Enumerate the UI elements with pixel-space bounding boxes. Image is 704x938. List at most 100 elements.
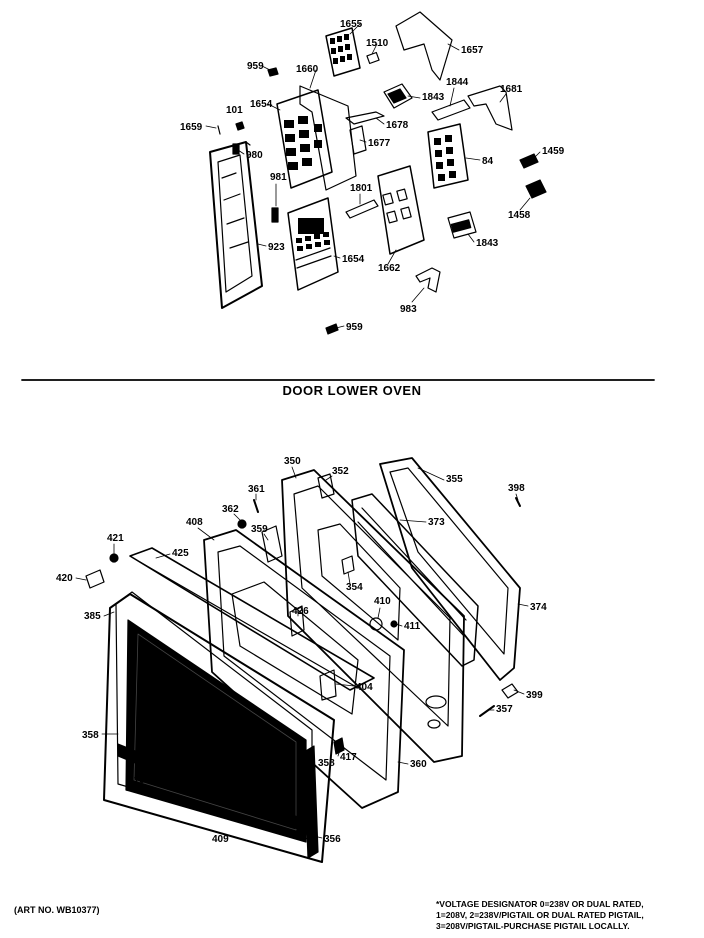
part-417: [333, 737, 345, 755]
part-screw-959-bottom: [325, 323, 339, 335]
callout-373: 373: [428, 517, 445, 528]
callout-1659: 1659: [180, 122, 203, 133]
callout-358b: 358: [318, 758, 335, 769]
callout-84: 84: [482, 156, 494, 167]
callout-399: 399: [526, 690, 543, 701]
callout-1458: 1458: [508, 210, 531, 221]
part-pin-398: [515, 497, 521, 507]
part-bracket-1681: [467, 85, 513, 131]
callout-1660: 1660: [296, 64, 319, 75]
part-1677: [349, 125, 367, 155]
part-roller-410: [369, 617, 383, 631]
part-screw-361: [253, 499, 259, 513]
part-hinge-352: [317, 473, 335, 499]
section-title: DOOR LOWER OVEN: [282, 383, 422, 398]
note-line: *VOLTAGE DESIGNATOR 0=238V OR DUAL RATED…: [436, 899, 644, 909]
callout-labels-upper: 1655 1510 1657 959 1660 1844 1681 1843 1…: [180, 19, 565, 333]
part-washer-421: [109, 553, 119, 563]
part-door-inner-350: [281, 469, 465, 763]
part-409: [252, 750, 272, 770]
callout-923: 923: [268, 242, 285, 253]
part-1510: [366, 51, 380, 65]
callout-358: 358: [82, 730, 99, 741]
callout-404: 404: [356, 682, 373, 693]
callout-361: 361: [248, 484, 265, 495]
callout-980: 980: [246, 150, 263, 161]
callout-374: 374: [530, 602, 547, 613]
callout-1657: 1657: [461, 45, 484, 56]
part-circuit-board-84: [427, 123, 469, 189]
callout-101: 101: [226, 105, 243, 116]
callout-362: 362: [222, 504, 239, 515]
part-1843-upper: [383, 83, 413, 109]
leader-lines-lower: [75, 466, 529, 839]
callout-1801: 1801: [350, 183, 373, 194]
part-connector-1655: [325, 27, 361, 77]
part-981: [271, 207, 279, 223]
callout-357: 357: [496, 704, 513, 715]
art-number: (ART NO. WB10377): [14, 905, 100, 915]
callout-1459: 1459: [542, 146, 565, 157]
part-handle-end-420: [85, 569, 105, 589]
callout-355: 355: [446, 474, 463, 485]
callout-1654b: 1654: [342, 254, 365, 265]
callout-983: 983: [400, 304, 417, 315]
callout-1662: 1662: [378, 263, 401, 274]
callout-417: 417: [340, 752, 357, 763]
callout-1654: 1654: [250, 99, 273, 110]
callout-421: 421: [107, 533, 124, 544]
part-screw-101: [235, 121, 245, 131]
callout-1843b: 1843: [476, 238, 499, 249]
callout-356: 356: [324, 834, 341, 845]
part-plug-1458: [525, 179, 547, 199]
callout-1681: 1681: [500, 84, 523, 95]
callout-352: 352: [332, 466, 349, 477]
door-assembly: [85, 457, 521, 863]
part-strip-1844: [431, 99, 471, 121]
upper-assembly: [209, 11, 547, 335]
part-control-board: [276, 89, 333, 189]
callout-1678: 1678: [386, 120, 409, 131]
callout-360: 360: [410, 759, 427, 770]
part-hinge-359: [261, 525, 283, 563]
part-screw-959-top: [267, 67, 279, 77]
part-window-border: [133, 633, 297, 831]
callout-420: 420: [56, 573, 73, 584]
callout-354: 354: [346, 582, 363, 593]
part-bracket-1660: [299, 85, 357, 191]
note-line: 1=208V, 2=238V/PIGTAIL OR DUAL RATED PIG…: [436, 910, 644, 920]
callout-409b: 409: [212, 834, 229, 845]
part-handle-425: [129, 547, 375, 691]
callout-416: 416: [128, 775, 145, 786]
callout-labels-lower: 350 352 355 361 398 362 373 408 359 421 …: [56, 456, 547, 845]
callout-981: 981: [270, 172, 287, 183]
callout-1844: 1844: [446, 77, 469, 88]
note-line: 3=208V/PIGTAIL-PURCHASE PIGTAIL LOCALLY.: [436, 921, 630, 931]
callout-959: 959: [247, 61, 264, 72]
part-lower-trim-416: [117, 743, 311, 835]
callout-1843: 1843: [422, 92, 445, 103]
part-glass-373: [351, 493, 479, 667]
part-clip-354: [341, 555, 355, 575]
part-spring-404: [319, 669, 337, 701]
part-1843-lower: [447, 211, 477, 239]
callout-408: 408: [186, 517, 203, 528]
callout-411: 411: [404, 621, 421, 632]
callout-1655: 1655: [340, 19, 363, 30]
part-plug-1459: [519, 153, 539, 169]
part-pin-357: [479, 705, 495, 717]
callout-350: 350: [284, 456, 301, 467]
part-pin-1659: [217, 125, 221, 135]
part-trim-frame: [209, 141, 263, 309]
part-cover-1657: [395, 11, 453, 81]
part-clip-983: [415, 267, 441, 293]
callout-1510: 1510: [366, 38, 389, 49]
callout-425: 425: [172, 548, 189, 559]
leader-lines-upper: [205, 23, 541, 329]
part-washer-362: [237, 519, 247, 529]
callout-398: 398: [508, 483, 525, 494]
voltage-notes: *VOLTAGE DESIGNATOR 0=238V OR DUAL RATED…: [436, 899, 698, 932]
callout-409: 409: [246, 760, 263, 771]
part-overlay-panel-front: [287, 197, 339, 291]
